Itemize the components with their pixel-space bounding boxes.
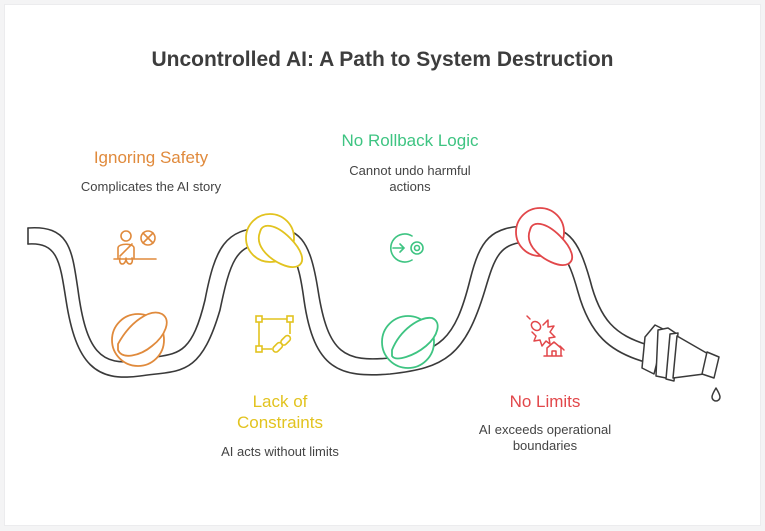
- diagram-card: [4, 4, 761, 526]
- step-label-no-limits: No Limits: [509, 392, 581, 411]
- step-desc-lack-of-constraints: AI acts without limits: [221, 444, 339, 459]
- no-undo-target-icon: [390, 233, 424, 263]
- diagram-title: Uncontrolled AI: A Path to System Destru…: [151, 48, 614, 71]
- nozzle-icon: [641, 324, 721, 402]
- explosion-house-icon: [526, 315, 565, 357]
- step-desc-no-limits: AI exceeds operational boundaries: [478, 422, 612, 453]
- step-label-lack-of-constraints: Lack of Constraints: [237, 392, 323, 432]
- seatbelt-person-icon: [113, 230, 157, 265]
- unbound-link-icon: [255, 315, 294, 353]
- knot-green: [381, 315, 439, 369]
- step-label-no-rollback-logic: No Rollback Logic: [341, 131, 479, 150]
- knot-orange: [111, 311, 168, 367]
- step-desc-ignoring-safety: Complicates the AI story: [80, 179, 222, 194]
- knot-yellow: [245, 213, 304, 268]
- knot-red: [515, 207, 574, 266]
- step-label-ignoring-safety: Ignoring Safety: [93, 148, 209, 167]
- step-desc-no-rollback-logic: Cannot undo harmful actions: [349, 163, 471, 194]
- water-drop-icon: [711, 387, 721, 402]
